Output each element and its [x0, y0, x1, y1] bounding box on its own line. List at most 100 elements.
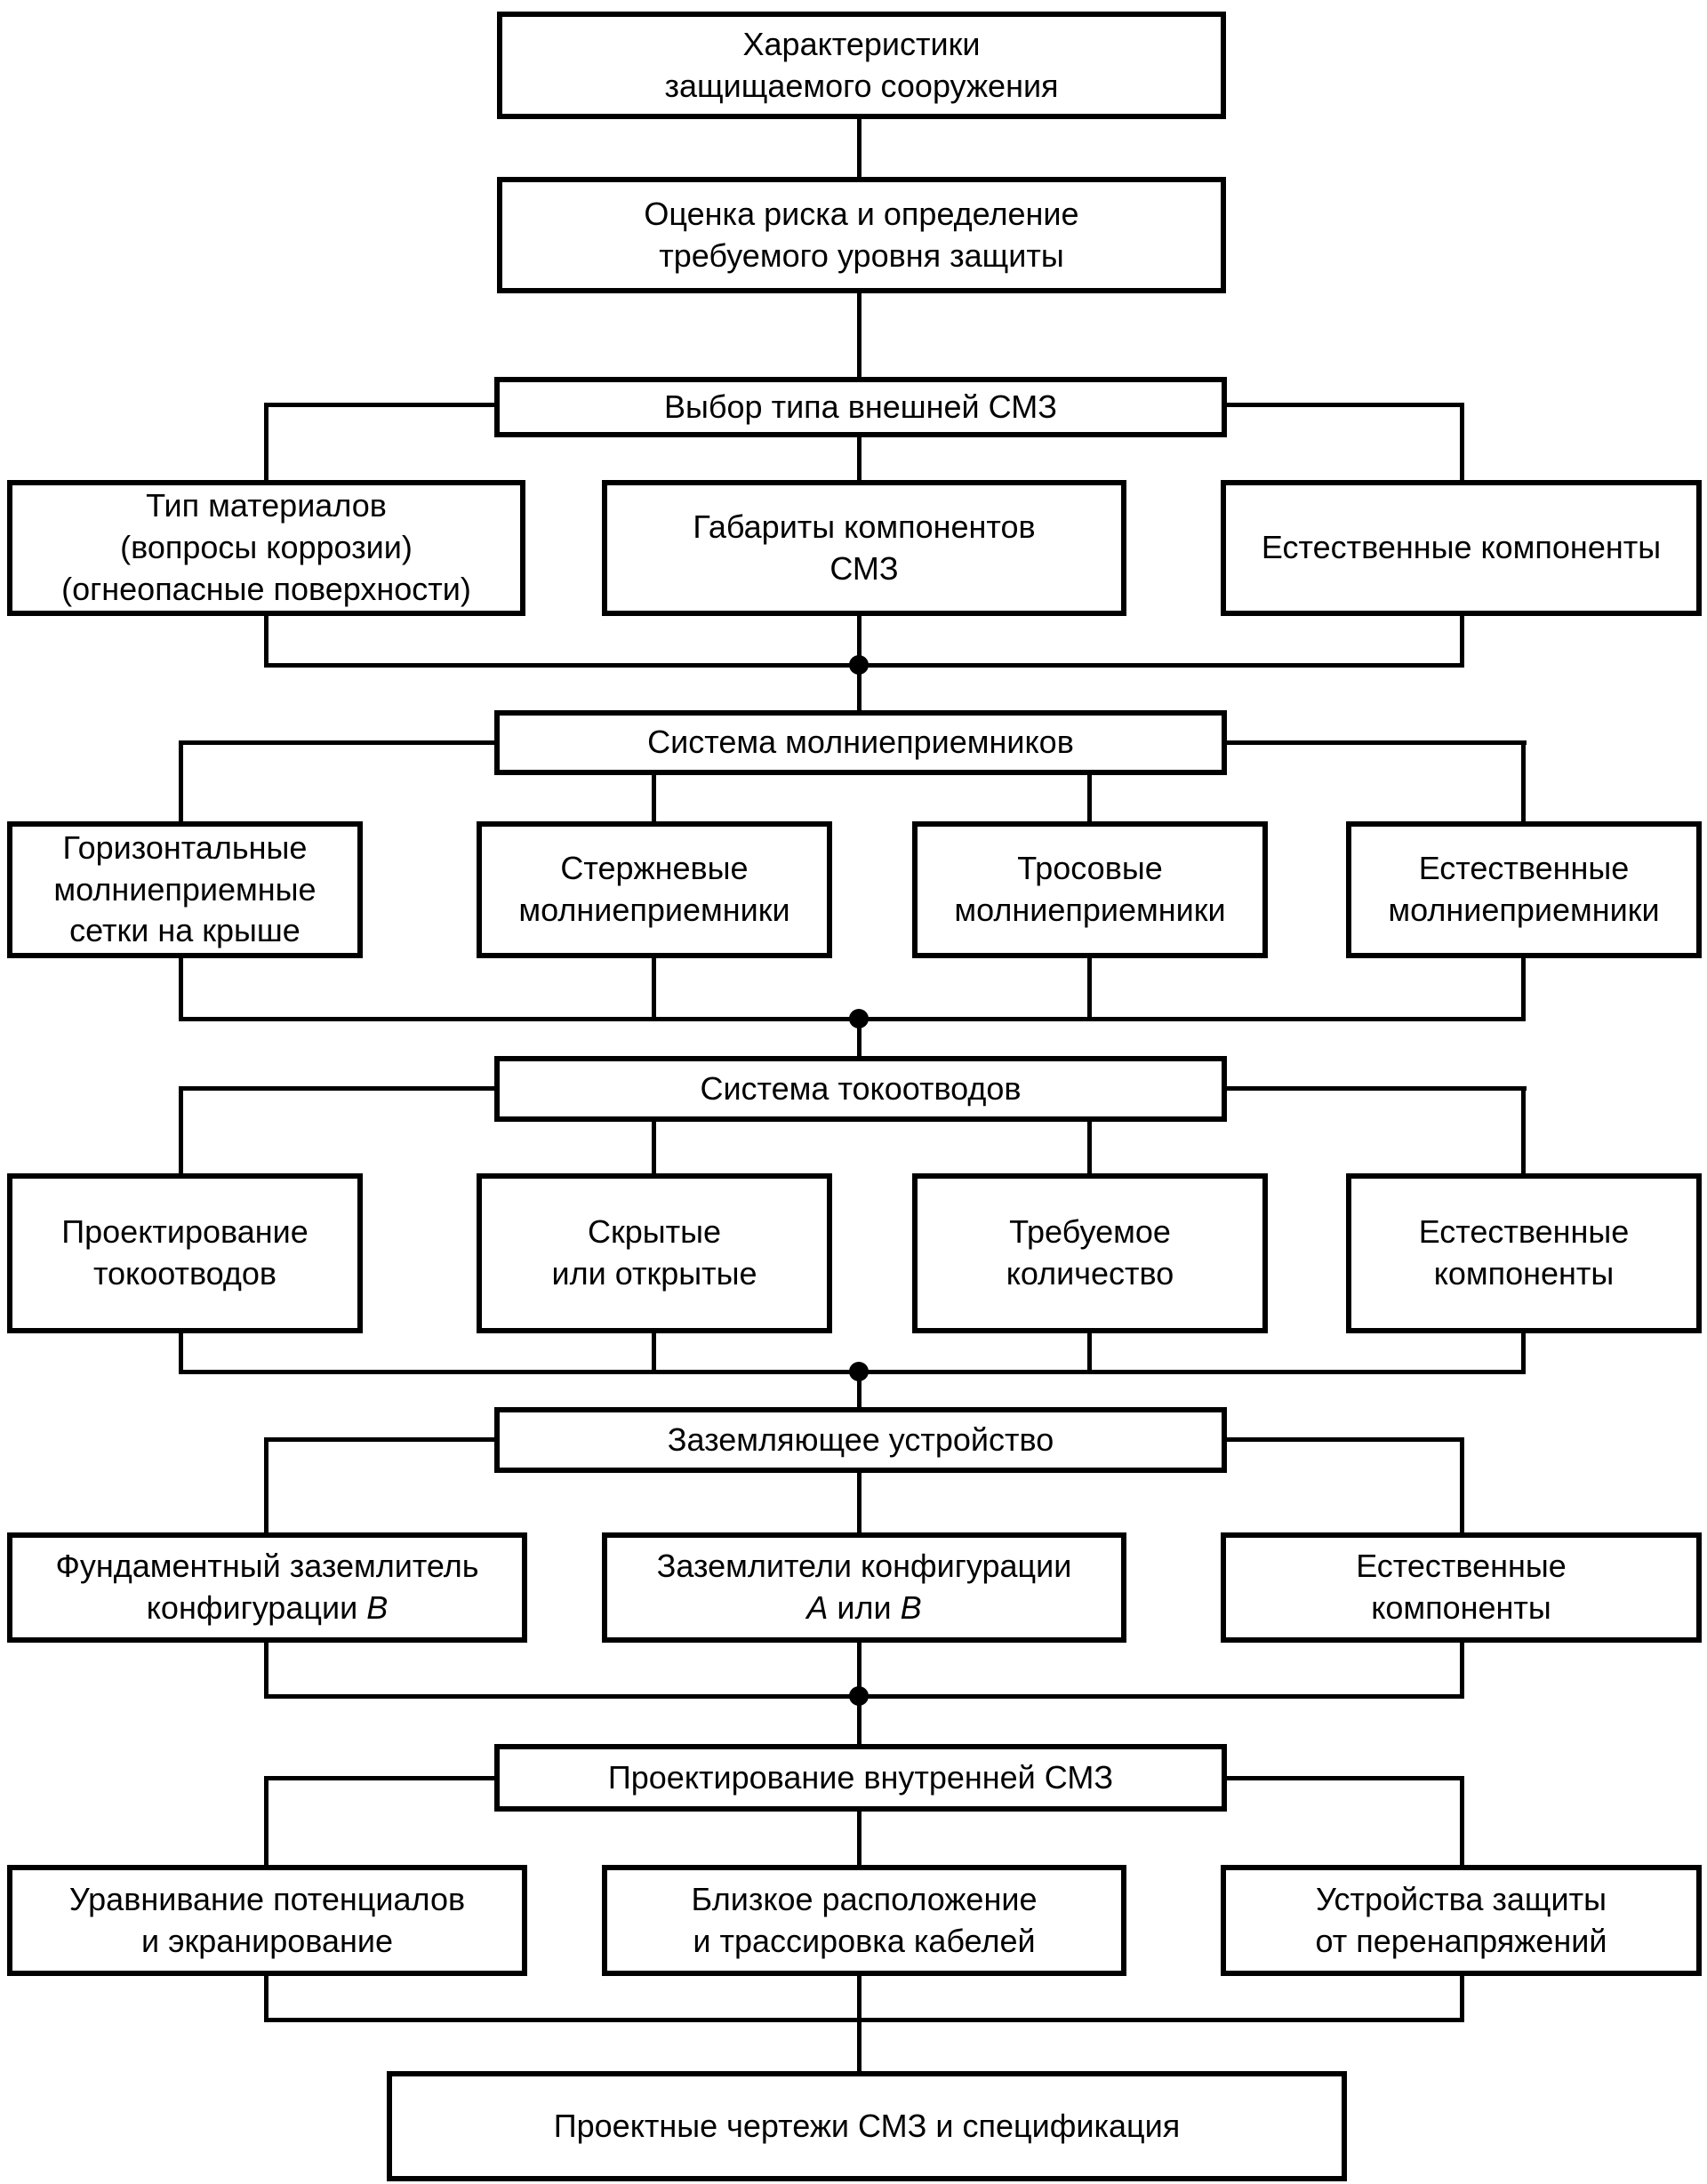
- node-label: Стержневые молниеприемники: [518, 850, 790, 928]
- node-label: Скрытые или открытые: [551, 1213, 757, 1292]
- junction-dot: [849, 1362, 869, 1381]
- node-label: Естественные компоненты: [1418, 1213, 1630, 1292]
- connector-v-line: [264, 1776, 268, 1869]
- node-label: Выбор типа внешней СМЗ: [664, 388, 1057, 425]
- label-italic: А: [806, 1589, 829, 1626]
- connector-h-line: [265, 403, 499, 407]
- connector-v-line: [857, 2018, 862, 2076]
- node-final-drawings: Проектные чертежи СМЗ и спецификация: [387, 2071, 1347, 2181]
- connector-v-line: [179, 1086, 183, 1178]
- connector-v-line: [857, 1019, 862, 1060]
- connector-h-line: [1222, 403, 1464, 407]
- merge-line: [264, 2018, 1464, 2022]
- connector-v-line: [264, 613, 268, 668]
- connector-v-line: [1460, 1437, 1464, 1537]
- connector-v-line: [652, 956, 656, 1019]
- connector-h-line: [265, 1437, 499, 1442]
- connector-v-line: [179, 956, 183, 1019]
- node-label: Естественные молниеприемники: [1388, 850, 1660, 928]
- connector-v-line: [857, 665, 862, 715]
- connector-v-line: [652, 1331, 656, 1372]
- connector-v-line: [1521, 740, 1526, 826]
- node-risk-assessment: Оценка риска и определение требуемого ур…: [497, 177, 1226, 293]
- label-text: Заземлители конфигурации: [656, 1548, 1072, 1585]
- node-label: Естественные компоненты: [1261, 529, 1662, 566]
- connector-h-line: [1222, 1776, 1464, 1780]
- connector-v-line: [1460, 403, 1464, 484]
- header-internal-smz: Проектирование внутренней СМЗ: [494, 1744, 1227, 1812]
- node-label: Естественные компоненты: [1356, 1548, 1567, 1626]
- connector-v-line: [264, 1973, 268, 2020]
- node-natural-components-c: Естественные компоненты: [1346, 1173, 1702, 1333]
- connector-v-line: [1087, 772, 1092, 826]
- connector-v-line: [857, 1469, 862, 1537]
- node-label: Горизонтальные молниеприемные сетки на к…: [53, 828, 317, 949]
- node-label: Заземляющее устройство: [667, 1420, 1054, 1458]
- node-label: Проектирование внутренней СМЗ: [607, 1758, 1114, 1796]
- node-structure-characteristics: Характеристики защищаемого сооружения: [497, 12, 1226, 119]
- node-label: Проектирование токоотводов: [61, 1213, 309, 1292]
- connector-v-line: [264, 1437, 268, 1537]
- connector-v-line: [652, 772, 656, 826]
- connector-v-line: [264, 1640, 268, 1696]
- node-foundation-earth: Фундаментный заземлитель конфигурации В: [7, 1532, 527, 1643]
- node-label: Уравнивание потенциалов и экранирование: [68, 1880, 466, 1959]
- connector-h-line: [1222, 740, 1527, 745]
- node-label: Тросовые молниеприемники: [954, 850, 1226, 928]
- node-label: Близкое расположение и трассировка кабел…: [691, 1880, 1038, 1959]
- node-component-dimensions: Габариты компонентов СМЗ: [602, 480, 1126, 616]
- header-air-termination: Система молниеприемников: [494, 710, 1227, 775]
- header-external-smz: Выбор типа внешней СМЗ: [494, 377, 1227, 437]
- connector-v-line: [857, 1696, 862, 1748]
- node-natural-terminals: Естественные молниеприемники: [1346, 821, 1702, 958]
- connector-v-line: [1087, 1118, 1092, 1178]
- connector-h-line: [179, 1086, 499, 1091]
- node-label: Требуемое количество: [1006, 1213, 1174, 1292]
- connector-v-line: [1521, 1086, 1526, 1178]
- node-label: Оценка риска и определение требуемого ур…: [644, 195, 1079, 274]
- label-text: или: [828, 1589, 901, 1626]
- node-surge-protection: Устройства защиты от перенапряжений: [1221, 1865, 1702, 1976]
- node-horizontal-mesh: Горизонтальные молниеприемные сетки на к…: [7, 821, 363, 958]
- node-label: Система молниеприемников: [647, 724, 1074, 761]
- connector-v-line: [1460, 1776, 1464, 1869]
- label-italic: В: [366, 1589, 389, 1626]
- label-italic: В: [900, 1589, 922, 1626]
- label-text: Фундаментный заземлитель конфигурации: [55, 1548, 479, 1626]
- node-potential-equalization: Уравнивание потенциалов и экранирование: [7, 1865, 527, 1976]
- header-down-conductors: Система токоотводов: [494, 1056, 1227, 1122]
- connector-v-line: [1521, 1331, 1526, 1372]
- node-hidden-or-open: Скрытые или открытые: [477, 1173, 832, 1333]
- connector-v-line: [857, 435, 862, 484]
- connector-v-line: [1087, 956, 1092, 1019]
- connector-v-line: [652, 1118, 656, 1178]
- connector-v-line: [179, 1331, 183, 1372]
- connector-h-line: [179, 740, 499, 745]
- header-earthing: Заземляющее устройство: [494, 1407, 1227, 1473]
- connector-v-line: [857, 613, 862, 668]
- node-label: Проектные чертежи СМЗ и спецификация: [553, 2107, 1181, 2144]
- node-material-type: Тип материалов (вопросы коррозии) (огнео…: [7, 480, 525, 616]
- node-label: Заземлители конфигурации А или В: [648, 1546, 1081, 1629]
- node-cable-routing: Близкое расположение и трассировка кабел…: [602, 1865, 1126, 1976]
- connector-v-line: [857, 293, 862, 377]
- node-label: Габариты компонентов СМЗ: [693, 508, 1036, 587]
- node-label: Тип материалов (вопросы коррозии) (огнео…: [61, 487, 471, 607]
- node-label: Характеристики защищаемого сооружения: [664, 25, 1059, 104]
- connector-v-line: [1460, 1973, 1464, 2020]
- connector-v-line: [1460, 613, 1464, 668]
- connector-h-line: [1222, 1086, 1527, 1091]
- node-natural-components-d: Естественные компоненты: [1221, 1532, 1702, 1643]
- connector-v-line: [857, 119, 862, 177]
- connector-v-line: [179, 740, 183, 826]
- node-natural-components-a: Естественные компоненты: [1221, 480, 1702, 616]
- connector-v-line: [1460, 1640, 1464, 1696]
- connector-h-line: [265, 1776, 499, 1780]
- node-rod-terminals: Стержневые молниеприемники: [477, 821, 832, 958]
- node-conductor-design: Проектирование токоотводов: [7, 1173, 363, 1333]
- node-required-quantity: Требуемое количество: [912, 1173, 1268, 1333]
- connector-v-line: [264, 403, 268, 484]
- connector-v-line: [1521, 956, 1526, 1019]
- connector-v-line: [857, 1973, 862, 2020]
